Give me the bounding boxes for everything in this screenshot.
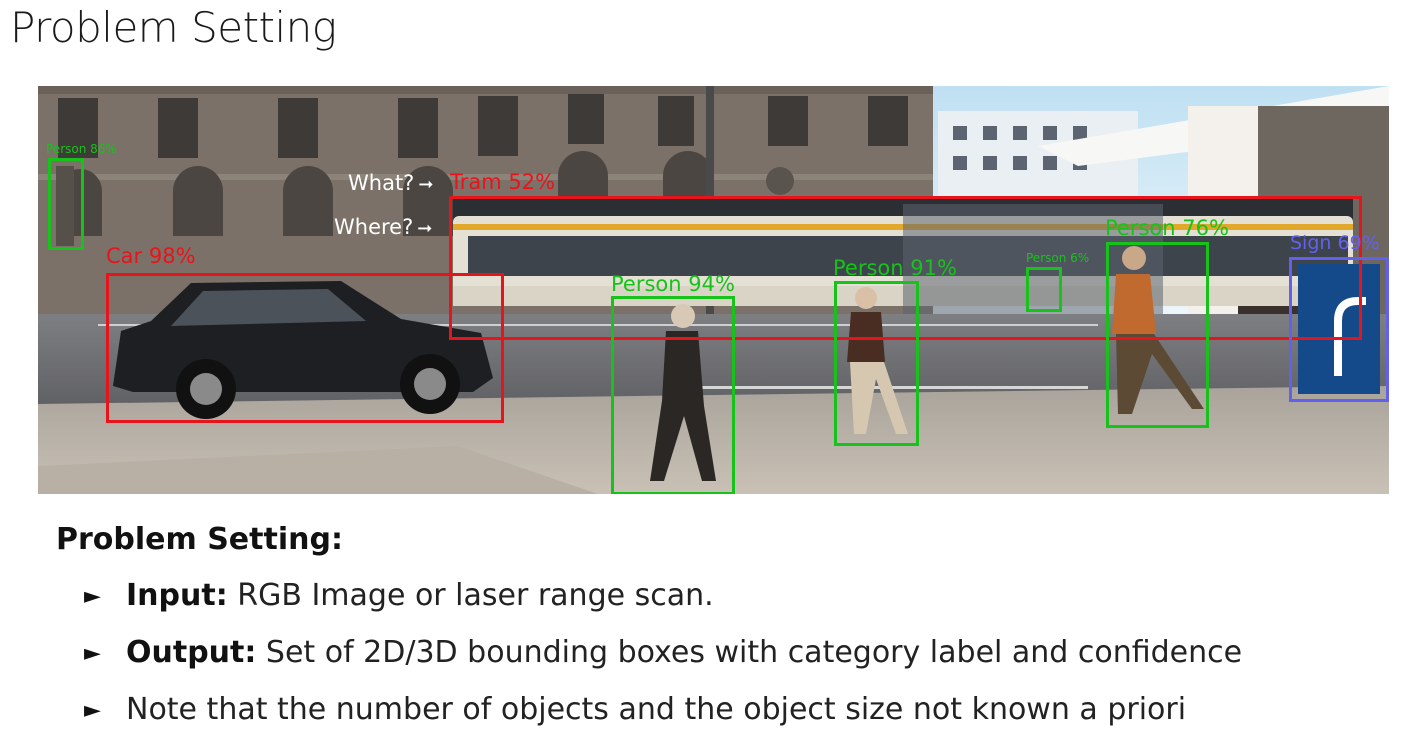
bbox-car [106, 273, 504, 423]
street-scene-photo: Person 86% Car 98% Tram 52% Person 94% P… [38, 86, 1389, 494]
bbox-sign [1289, 257, 1389, 402]
where-arrow-icon: ➞ [417, 218, 433, 239]
slide-title: Problem Setting [10, 3, 337, 52]
what-label: What? [348, 171, 415, 195]
bullet-item-note: ► Note that the number of objects and the… [84, 690, 1242, 747]
bbox-person-6 [1026, 267, 1062, 312]
where-annotation: Where?➞ [334, 217, 432, 238]
bbox-person-86 [48, 158, 84, 250]
bbox-label-person-94: Person 94% [611, 272, 735, 296]
bbox-tram [449, 196, 1362, 340]
bullet-output-label: Output: [126, 635, 257, 670]
bullet-item-input: ► Input: RGB Image or laser range scan. [84, 576, 1242, 633]
street-scene-illustration [38, 86, 1389, 494]
bullet-input-text: RGB Image or laser range scan. [227, 578, 714, 613]
bbox-person-76 [1106, 242, 1209, 428]
where-label: Where? [334, 215, 414, 239]
bullet-triangle-icon: ► [84, 641, 101, 666]
bbox-label-sign: Sign 69% [1290, 232, 1380, 254]
what-annotation: What?➞ [348, 173, 433, 194]
bullet-triangle-icon: ► [84, 584, 101, 609]
bbox-label-tram: Tram 52% [450, 170, 556, 194]
bullet-list: ► Input: RGB Image or laser range scan. ►… [84, 576, 1242, 747]
bbox-person-94 [611, 296, 735, 494]
bbox-person-91 [834, 281, 919, 446]
bullet-note-text: Note that the number of objects and the … [126, 692, 1187, 727]
bullet-item-output: ► Output: Set of 2D/3D bounding boxes wit… [84, 633, 1242, 690]
bbox-label-person-91: Person 91% [833, 256, 957, 280]
bbox-label-person-76: Person 76% [1105, 216, 1229, 240]
bullet-triangle-icon: ► [84, 698, 101, 723]
section-heading: Problem Setting: [56, 522, 343, 557]
bbox-label-car: Car 98% [106, 244, 196, 268]
bbox-label-person-86: Person 86% [46, 142, 117, 156]
what-arrow-icon: ➞ [418, 174, 434, 195]
bbox-label-person-6: Person 6% [1026, 251, 1090, 265]
bullet-output-text: Set of 2D/3D bounding boxes with categor… [256, 635, 1243, 670]
bullet-input-label: Input: [126, 578, 228, 613]
